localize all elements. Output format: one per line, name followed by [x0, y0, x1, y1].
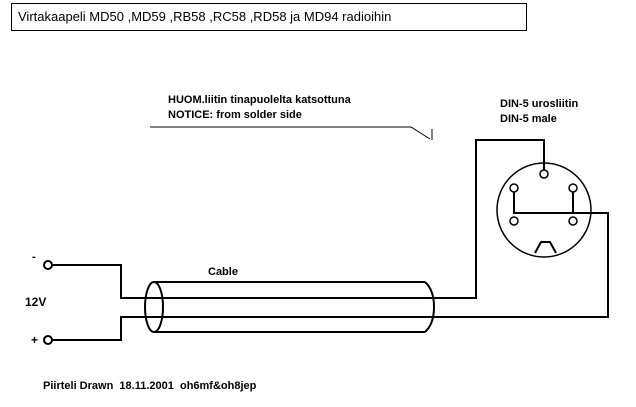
wire-positive [52, 192, 609, 341]
pin [539, 169, 549, 179]
minus-terminal [43, 260, 53, 270]
connector-label-en: DIN-5 male [500, 113, 557, 125]
key-notch [534, 241, 557, 254]
notice-arrow [150, 126, 431, 140]
cable-end-right [424, 281, 436, 333]
plus-terminal [43, 335, 53, 345]
connector-label-fi: DIN-5 urosliitin [500, 98, 579, 110]
cable-label: Cable [208, 266, 238, 278]
pin [568, 183, 578, 193]
notice-line1: HUOM.liitin tinapuolelta katsottuna [168, 94, 351, 106]
plus-label: + [31, 333, 39, 347]
din-connector [496, 162, 592, 258]
minus-label: - [32, 251, 36, 263]
pin [568, 216, 578, 226]
footer-credit: Piirteli Drawn 18.11.2001 oh6mf&oh8jep [43, 380, 257, 392]
cable-end-left [144, 281, 164, 333]
wire-negative [52, 139, 545, 299]
notice-line2: NOTICE: from solder side [168, 109, 302, 121]
pin [509, 183, 519, 193]
diagram-title: Virtakaapeli MD50 ,MD59 ,RB58 ,RC58 ,RD5… [18, 9, 392, 24]
voltage-label: 12V [25, 295, 47, 309]
title-box: Virtakaapeli MD50 ,MD59 ,RB58 ,RC58 ,RD5… [11, 3, 527, 31]
pin [509, 216, 519, 226]
